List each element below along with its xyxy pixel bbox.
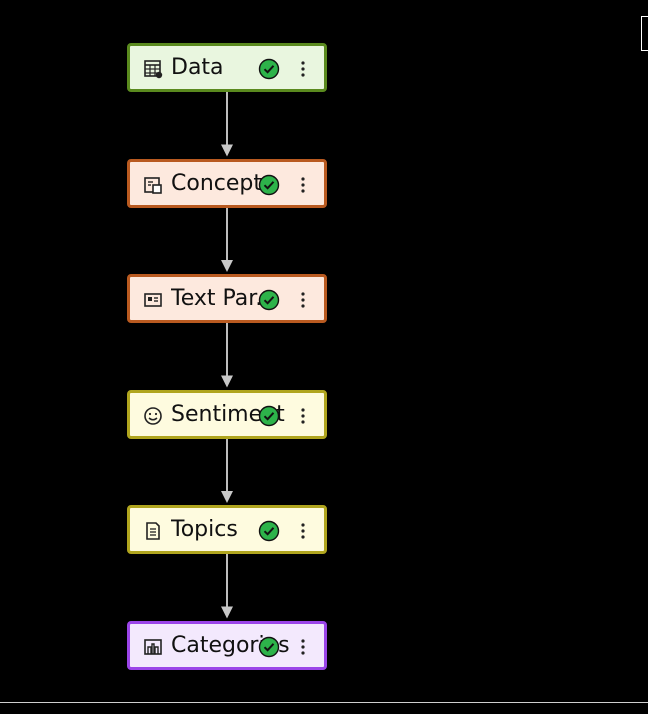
pipeline-node-sentiment[interactable]: Sentiment [127,389,327,439]
check-circle-icon [258,405,280,427]
document-icon [142,520,164,542]
node-label: Text Par... [171,286,277,311]
categories-icon [142,636,164,658]
more-vertical-icon[interactable] [292,172,314,198]
arrow-head [221,491,233,503]
table-icon [142,58,164,80]
check-circle-icon [258,58,280,80]
pipeline-node-text-parser[interactable]: Text Par... [127,274,327,323]
pipeline-node-topics[interactable]: Topics [127,505,327,554]
more-vertical-icon[interactable] [292,634,314,660]
more-vertical-icon[interactable] [292,287,314,313]
pipeline-node-concept[interactable]: Concept [127,158,327,208]
node-label: Data [171,55,224,80]
corner-panel-toggle[interactable] [641,16,648,51]
arrow-head [221,144,233,157]
smiley-icon [142,405,164,427]
pipeline-node-categories[interactable]: Categories [127,620,327,670]
node-label: Topics [171,517,238,542]
node-label: Concept [171,170,262,196]
more-vertical-icon[interactable] [292,56,314,82]
pipeline-node-data[interactable]: Data [127,43,327,92]
concept-icon [142,174,164,196]
more-vertical-icon[interactable] [292,518,314,544]
arrow-head [221,260,233,272]
text-card-icon [142,289,164,311]
check-circle-icon [258,289,280,311]
more-vertical-icon[interactable] [292,403,314,429]
check-circle-icon [258,174,280,196]
check-circle-icon [258,520,280,542]
bottom-divider [0,702,648,703]
arrow-head [221,375,233,388]
check-circle-icon [258,636,280,658]
arrow-head [221,606,233,619]
